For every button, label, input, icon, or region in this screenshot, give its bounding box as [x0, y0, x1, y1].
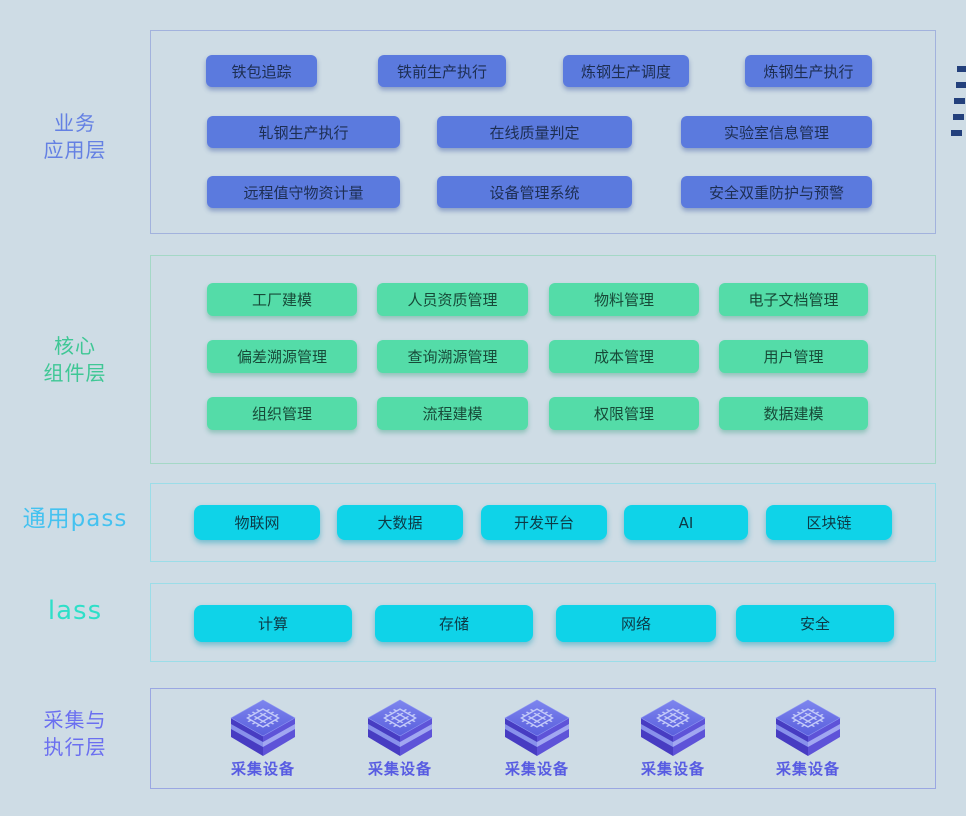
layer-label-line: 应用层: [43, 138, 107, 162]
module-button[interactable]: 炼钢生产执行: [745, 55, 872, 87]
module-button[interactable]: 成本管理: [549, 340, 699, 373]
panel-collect-layer: [150, 688, 936, 789]
module-button[interactable]: 权限管理: [549, 397, 699, 430]
layer-label-line: lass: [47, 596, 103, 626]
layer-label-core: 核心 组件层: [0, 333, 150, 387]
module-button[interactable]: AI: [624, 505, 748, 540]
module-button[interactable]: 流程建模: [377, 397, 528, 430]
layer-label-line: 执行层: [43, 735, 107, 759]
panel-business-layer: [150, 30, 936, 234]
module-button[interactable]: 大数据: [337, 505, 463, 540]
module-button[interactable]: 在线质量判定: [437, 116, 632, 148]
module-button[interactable]: 实验室信息管理: [681, 116, 872, 148]
module-button[interactable]: 查询溯源管理: [377, 340, 528, 373]
device-label: 采集设备: [640, 760, 705, 778]
layer-label-line: 组件层: [43, 361, 107, 385]
module-button[interactable]: 远程值守物资计量: [207, 176, 400, 208]
panel-iaas-layer: [150, 583, 936, 662]
panel-paas-layer: [150, 483, 936, 562]
module-button[interactable]: 人员资质管理: [377, 283, 528, 316]
device-label: 采集设备: [230, 760, 295, 778]
layer-label-line: 通用pass: [22, 506, 128, 532]
device-label: 采集设备: [775, 760, 840, 778]
module-button[interactable]: 铁前生产执行: [378, 55, 506, 87]
layer-label-iaas: lass: [0, 598, 150, 625]
module-button[interactable]: 安全: [736, 605, 894, 642]
device-label: 采集设备: [367, 760, 432, 778]
layer-label-collect: 采集与 执行层: [0, 707, 150, 761]
decor-dash: [951, 130, 962, 136]
module-button[interactable]: 铁包追踪: [206, 55, 317, 87]
decor-dash: [953, 114, 964, 120]
decor-dash: [957, 66, 966, 72]
device-cube-icon: [775, 699, 841, 756]
module-button[interactable]: 开发平台: [481, 505, 607, 540]
layer-label-line: 业务: [54, 111, 96, 135]
module-button[interactable]: 轧钢生产执行: [207, 116, 400, 148]
module-button[interactable]: 物联网: [194, 505, 320, 540]
layer-label-business: 业务 应用层: [0, 110, 150, 164]
module-button[interactable]: 组织管理: [207, 397, 357, 430]
device-cube-icon: [640, 699, 706, 756]
device-cube-icon: [230, 699, 296, 756]
module-button[interactable]: 偏差溯源管理: [207, 340, 357, 373]
device-cube-icon: [367, 699, 433, 756]
layer-label-line: 核心: [54, 334, 96, 358]
decor-dash: [956, 82, 966, 88]
module-button[interactable]: 物料管理: [549, 283, 699, 316]
module-button[interactable]: 区块链: [766, 505, 892, 540]
module-button[interactable]: 设备管理系统: [437, 176, 632, 208]
layer-label-paas: 通用pass: [0, 506, 150, 533]
module-button[interactable]: 存储: [375, 605, 533, 642]
module-button[interactable]: 炼钢生产调度: [563, 55, 689, 87]
layer-label-line: 采集与: [43, 708, 107, 732]
decor-dash: [954, 98, 965, 104]
module-button[interactable]: 工厂建模: [207, 283, 357, 316]
device-label: 采集设备: [504, 760, 569, 778]
panel-core-layer: [150, 255, 936, 464]
module-button[interactable]: 用户管理: [719, 340, 868, 373]
device-cube-icon: [504, 699, 570, 756]
module-button[interactable]: 网络: [556, 605, 716, 642]
module-button[interactable]: 安全双重防护与预警: [681, 176, 872, 208]
module-button[interactable]: 电子文档管理: [719, 283, 868, 316]
module-button[interactable]: 数据建模: [719, 397, 868, 430]
module-button[interactable]: 计算: [194, 605, 352, 642]
